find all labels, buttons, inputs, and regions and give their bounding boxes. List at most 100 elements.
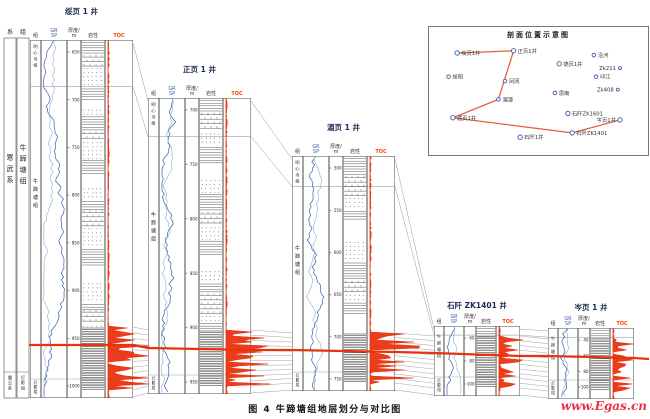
thickness-label: 厚度/ (330, 143, 342, 150)
svg-text:寺: 寺 (33, 56, 37, 61)
formation-col-header: 组 (150, 91, 156, 98)
city-marker (552, 90, 558, 96)
svg-text:蹄: 蹄 (33, 186, 38, 193)
sp-curve-label: SP (168, 91, 176, 98)
svg-text:灯: 灯 (296, 373, 300, 378)
well-title: 绥页 1 井 (65, 7, 98, 16)
gr-curve-label: GR (312, 143, 320, 150)
well-marker (565, 110, 571, 117)
thickness-label: 厚度/ (578, 315, 590, 322)
svg-text:灯: 灯 (551, 381, 555, 386)
city-marker (496, 97, 501, 102)
well-title: 石阡 ZK1401 井 (447, 301, 507, 310)
svg-text:80: 80 (469, 359, 475, 364)
sp-curve-label: SP (312, 149, 320, 156)
toc-curve-label: TOC (616, 321, 628, 328)
sp-curve-label: SP (564, 321, 572, 328)
svg-text:60: 60 (469, 336, 475, 341)
svg-text:组: 组 (34, 389, 38, 394)
toc-curve (612, 327, 634, 400)
svg-text:塘: 塘 (437, 346, 441, 353)
section-trace-line (450, 50, 621, 134)
svg-text:牛: 牛 (551, 335, 555, 342)
svg-text:组: 组 (295, 178, 299, 184)
city-marker (593, 74, 599, 79)
svg-text:德页1井: 德页1井 (563, 60, 582, 68)
svg-text:850: 850 (72, 240, 80, 245)
thickness-unit-label: m (467, 319, 473, 326)
svg-text:正页1井: 正页1井 (518, 47, 537, 55)
svg-text:550: 550 (334, 208, 342, 213)
svg-text:湄潭: 湄潭 (502, 95, 513, 103)
svg-text:组: 组 (295, 269, 300, 276)
svg-text:绥页1井: 绥页1井 (461, 49, 480, 57)
sp-curve-label: SP (50, 33, 58, 40)
svg-text:塘: 塘 (551, 348, 555, 355)
svg-text:心: 心 (33, 49, 38, 55)
formation-col-header: 组 (436, 319, 442, 326)
svg-text:心: 心 (151, 107, 156, 113)
well-title: 湄页 1 井 (327, 123, 360, 132)
svg-text:900: 900 (72, 288, 80, 293)
thickness-unit-label: m (581, 321, 587, 328)
svg-text:蹄: 蹄 (437, 339, 441, 346)
well-marker (617, 117, 623, 123)
gr-curve-label: GR (168, 85, 176, 92)
svg-text:蹄: 蹄 (151, 219, 156, 226)
gr-curve-label: GR (564, 315, 572, 322)
svg-text:950: 950 (190, 380, 198, 385)
svg-text:蹄: 蹄 (551, 341, 555, 348)
svg-text:组: 组 (33, 202, 38, 209)
svg-text:塘: 塘 (33, 194, 38, 201)
svg-text:影: 影 (551, 386, 555, 391)
svg-text:组: 组 (151, 120, 155, 126)
toc-curve-label: TOC (113, 33, 125, 40)
svg-text:60: 60 (583, 353, 589, 358)
bore-marker (615, 87, 620, 92)
svg-text:石阡ZK1401: 石阡ZK1401 (576, 129, 607, 137)
watermark: www.Egas.cn (560, 399, 647, 413)
gr-curve-label: GR (450, 313, 458, 320)
well-marker (450, 115, 456, 121)
svg-text:影: 影 (152, 381, 156, 386)
formation-col-header: 组 (550, 321, 556, 328)
svg-text:700: 700 (334, 334, 342, 339)
svg-text:岑页1井: 岑页1井 (597, 116, 616, 124)
svg-text:100: 100 (581, 385, 589, 390)
thickness-label: 厚度/ (68, 27, 80, 34)
svg-text:沿河: 沿河 (598, 51, 609, 59)
svg-text:灯: 灯 (152, 376, 156, 381)
svg-text:950: 950 (72, 336, 80, 341)
svg-text:80: 80 (583, 369, 589, 374)
svg-text:塘: 塘 (295, 261, 300, 268)
svg-text:600: 600 (334, 250, 342, 255)
well-title: 岑页 1 井 (574, 303, 608, 312)
lithology-col-header: 岩性 (87, 33, 98, 40)
thickness-unit-label: m (71, 33, 77, 40)
svg-text:500: 500 (334, 166, 342, 171)
toc-curve (107, 39, 150, 399)
figure-caption: 图 4 牛蹄塘组地层划分与对比图 (248, 405, 402, 415)
svg-text:组: 组 (296, 382, 300, 387)
svg-text:组: 组 (151, 235, 156, 242)
well-marker (517, 134, 523, 140)
well-marker (556, 61, 562, 67)
svg-text:组: 组 (152, 385, 156, 390)
formation-col-header: 组 (32, 33, 38, 40)
svg-text:组: 组 (437, 352, 441, 358)
city-marker (591, 52, 597, 58)
svg-text:影: 影 (296, 378, 300, 383)
svg-text:800: 800 (190, 216, 198, 221)
svg-text:牛: 牛 (437, 333, 441, 340)
